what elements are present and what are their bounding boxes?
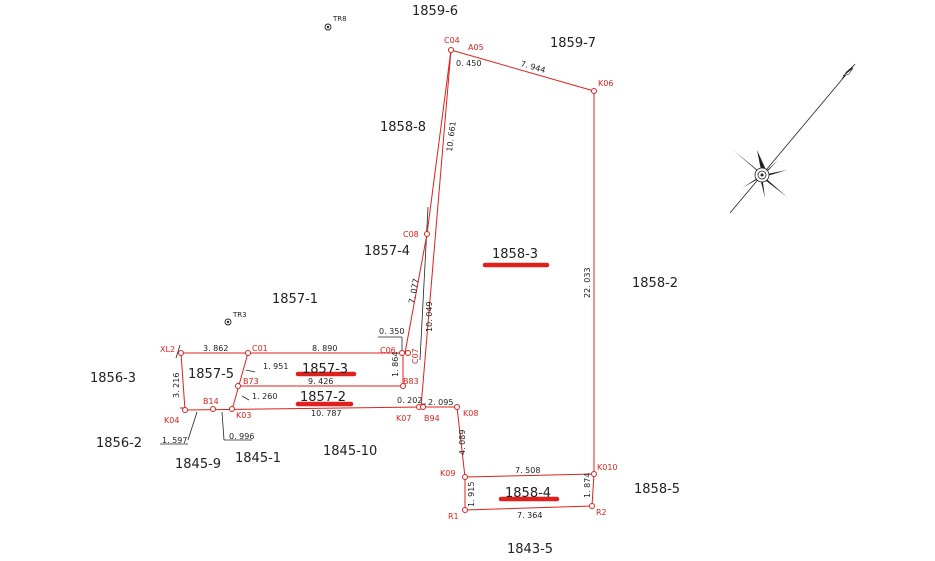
lot-1857-4: 1857-4 bbox=[364, 244, 410, 259]
point-c04 bbox=[448, 47, 454, 53]
point-xl2 bbox=[178, 350, 184, 356]
lot-1856-2: 1856-2 bbox=[96, 436, 142, 451]
dim-3216: 3. 216 bbox=[172, 373, 181, 398]
lot-1859-7: 1859-7 bbox=[550, 36, 596, 51]
label-k07: K07 bbox=[396, 414, 411, 423]
dim-8890: 8. 890 bbox=[312, 344, 337, 353]
lot-1857-3: 1857-3 bbox=[302, 362, 348, 377]
dim-1874: 1. 874 bbox=[583, 473, 592, 498]
point-labels: C04 A05 K06 C08 C06 C07 XL2 C01 B73 B83 … bbox=[160, 36, 618, 521]
point-c08 bbox=[424, 231, 430, 237]
lot-1858-5: 1858-5 bbox=[634, 482, 680, 497]
point-k08 bbox=[454, 404, 460, 410]
dim-1864: 1. 864 bbox=[391, 352, 400, 377]
parcel-boundaries bbox=[180, 49, 595, 511]
label-b83: B83 bbox=[403, 377, 419, 386]
dim-7077: 7. 077 bbox=[407, 278, 421, 305]
lot-1859-6: 1859-6 bbox=[412, 4, 458, 19]
lot-1858-4: 1858-4 bbox=[505, 486, 551, 501]
point-c01 bbox=[245, 350, 251, 356]
highlight-underlines bbox=[295, 262, 560, 502]
label-c01: C01 bbox=[252, 344, 268, 353]
dim-10787: 10. 787 bbox=[311, 409, 342, 418]
label-k09: K09 bbox=[440, 469, 455, 478]
lot-1858-3: 1858-3 bbox=[492, 247, 538, 262]
label-b14: B14 bbox=[203, 397, 219, 406]
point-b14 bbox=[210, 406, 216, 412]
lot-1857-1: 1857-1 bbox=[272, 292, 318, 307]
lot-1856-3: 1856-3 bbox=[90, 371, 136, 386]
point-k09 bbox=[462, 474, 468, 480]
dim-1260: 1. 260 bbox=[252, 392, 277, 401]
lot-1857-2: 1857-2 bbox=[300, 390, 346, 405]
dim-0996: 0. 996 bbox=[229, 432, 254, 441]
dim-1915: 1. 915 bbox=[467, 482, 476, 507]
dim-2095: 2. 095 bbox=[428, 398, 453, 407]
dim-1951: 1. 951 bbox=[263, 362, 288, 371]
point-k06 bbox=[591, 88, 597, 94]
lot-1843-5: 1843-5 bbox=[507, 542, 553, 557]
point-c07 bbox=[405, 350, 411, 356]
dim-7508: 7. 508 bbox=[515, 466, 540, 475]
point-k010 bbox=[591, 471, 597, 477]
label-b73: B73 bbox=[243, 377, 259, 386]
label-xl2: XL2 bbox=[160, 345, 175, 354]
dim-10049: 10. 049 bbox=[425, 301, 434, 332]
dim-22033: 22. 033 bbox=[583, 267, 592, 298]
survey-points bbox=[178, 47, 597, 513]
reference-lines bbox=[160, 206, 429, 445]
point-r2 bbox=[589, 503, 595, 509]
label-r2: R2 bbox=[596, 508, 607, 517]
dim-3862: 3. 862 bbox=[203, 344, 228, 353]
point-b73 bbox=[235, 383, 241, 389]
dim-9426: 9. 426 bbox=[308, 377, 333, 386]
label-c07: C07 bbox=[411, 348, 420, 364]
dim-7364: 7. 364 bbox=[517, 511, 542, 520]
lot-1857-5: 1857-5 bbox=[188, 367, 234, 382]
label-c04: C04 bbox=[444, 36, 460, 45]
dim-4089: 4. 089 bbox=[458, 430, 467, 455]
dim-0202: 0. 202 bbox=[397, 396, 422, 405]
point-b94 bbox=[420, 404, 426, 410]
dim-7944: 7. 944 bbox=[519, 59, 546, 75]
lot-1845-1: 1845-1 bbox=[235, 451, 281, 466]
lot-labels: 1859-6 1859-7 1858-8 1857-4 1858-3 1858-… bbox=[90, 4, 680, 557]
reference-point-tr8: TR8 bbox=[324, 15, 347, 31]
reference-point-tr3: TR3 bbox=[224, 311, 247, 326]
dim-0450: 0. 450 bbox=[456, 59, 481, 68]
label-k04: K04 bbox=[164, 416, 179, 425]
label-k010: K010 bbox=[597, 463, 618, 472]
point-r1 bbox=[462, 507, 468, 513]
point-k03 bbox=[229, 406, 235, 412]
reference-label-tr3: TR3 bbox=[232, 311, 247, 319]
label-k06: K06 bbox=[598, 79, 613, 88]
label-b94: B94 bbox=[424, 414, 440, 423]
label-r1: R1 bbox=[448, 512, 459, 521]
dim-10661: 10. 661 bbox=[445, 121, 458, 152]
lot-1845-10: 1845-10 bbox=[323, 444, 377, 459]
label-c06: C06 bbox=[380, 346, 396, 355]
lot-1858-2: 1858-2 bbox=[632, 276, 678, 291]
dim-1597: 1. 597 bbox=[162, 436, 187, 445]
label-k03: K03 bbox=[236, 411, 251, 420]
point-k04 bbox=[182, 407, 188, 413]
lot-1858-8: 1858-8 bbox=[380, 120, 426, 135]
label-a05: A05 bbox=[468, 43, 484, 52]
point-c06 bbox=[399, 350, 405, 356]
lot-1845-9: 1845-9 bbox=[175, 457, 221, 472]
point-b83 bbox=[400, 383, 406, 389]
label-c08: C08 bbox=[403, 230, 419, 239]
north-arrow-compass-icon bbox=[729, 63, 856, 214]
label-k08: K08 bbox=[463, 409, 478, 418]
reference-label-tr8: TR8 bbox=[332, 15, 347, 23]
dim-0350: 0. 350 bbox=[379, 327, 404, 336]
